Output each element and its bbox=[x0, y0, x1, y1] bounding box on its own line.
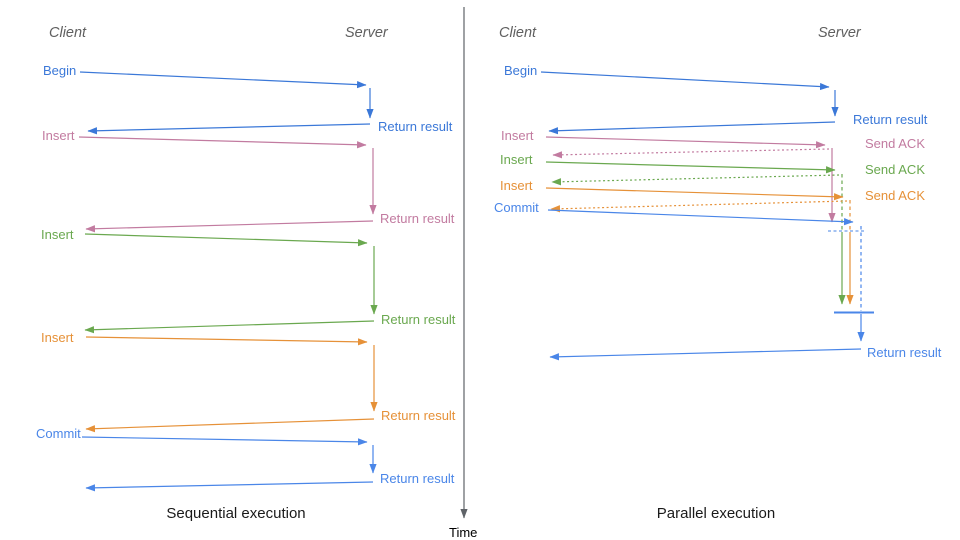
par-insert1-ack: Send ACK bbox=[865, 136, 925, 151]
par-insert3-ack: Send ACK bbox=[865, 188, 925, 203]
seq-insert3-arrows bbox=[85, 336, 378, 433]
par-insert3-arrows bbox=[545, 187, 854, 305]
seq-server-header: Server bbox=[345, 25, 388, 41]
par-commit-arrows bbox=[547, 209, 874, 361]
seq-insert1-label: Insert bbox=[42, 128, 75, 143]
seq-insert1-response: Return result bbox=[380, 211, 455, 226]
par-client-header: Client bbox=[499, 25, 537, 41]
par-insert2-label: Insert bbox=[500, 152, 533, 167]
par-commit-label: Commit bbox=[494, 200, 539, 215]
seq-caption: Sequential execution bbox=[166, 505, 306, 522]
par-insert1-arrows bbox=[545, 136, 836, 223]
par-insert1-label: Insert bbox=[501, 128, 534, 143]
seq-insert1-arrows bbox=[78, 136, 377, 233]
seq-insert3-response: Return result bbox=[381, 408, 456, 423]
seq-commit-arrows bbox=[81, 436, 377, 492]
seq-commit-label: Commit bbox=[36, 426, 81, 441]
seq-begin-response: Return result bbox=[378, 119, 453, 134]
par-begin-arrows bbox=[540, 71, 839, 135]
seq-begin-arrows bbox=[79, 71, 374, 135]
par-insert3-label: Insert bbox=[500, 178, 533, 193]
par-insert2-arrows bbox=[545, 161, 846, 305]
par-begin-label: Begin bbox=[504, 63, 538, 78]
seq-insert2-response: Return result bbox=[381, 312, 456, 327]
seq-commit-response: Return result bbox=[380, 471, 455, 486]
seq-begin-label: Begin bbox=[43, 63, 77, 78]
seq-insert2-label: Insert bbox=[41, 227, 74, 242]
seq-client-header: Client bbox=[49, 25, 87, 41]
par-insert2-ack: Send ACK bbox=[865, 162, 925, 177]
time-axis-label: Time bbox=[449, 525, 478, 540]
par-final-response: Return result bbox=[867, 345, 942, 360]
par-begin-response: Return result bbox=[853, 112, 928, 127]
seq-insert3-label: Insert bbox=[41, 330, 74, 345]
par-server-header: Server bbox=[818, 25, 861, 41]
par-caption: Parallel execution bbox=[656, 505, 776, 522]
seq-insert2-arrows bbox=[84, 233, 378, 334]
